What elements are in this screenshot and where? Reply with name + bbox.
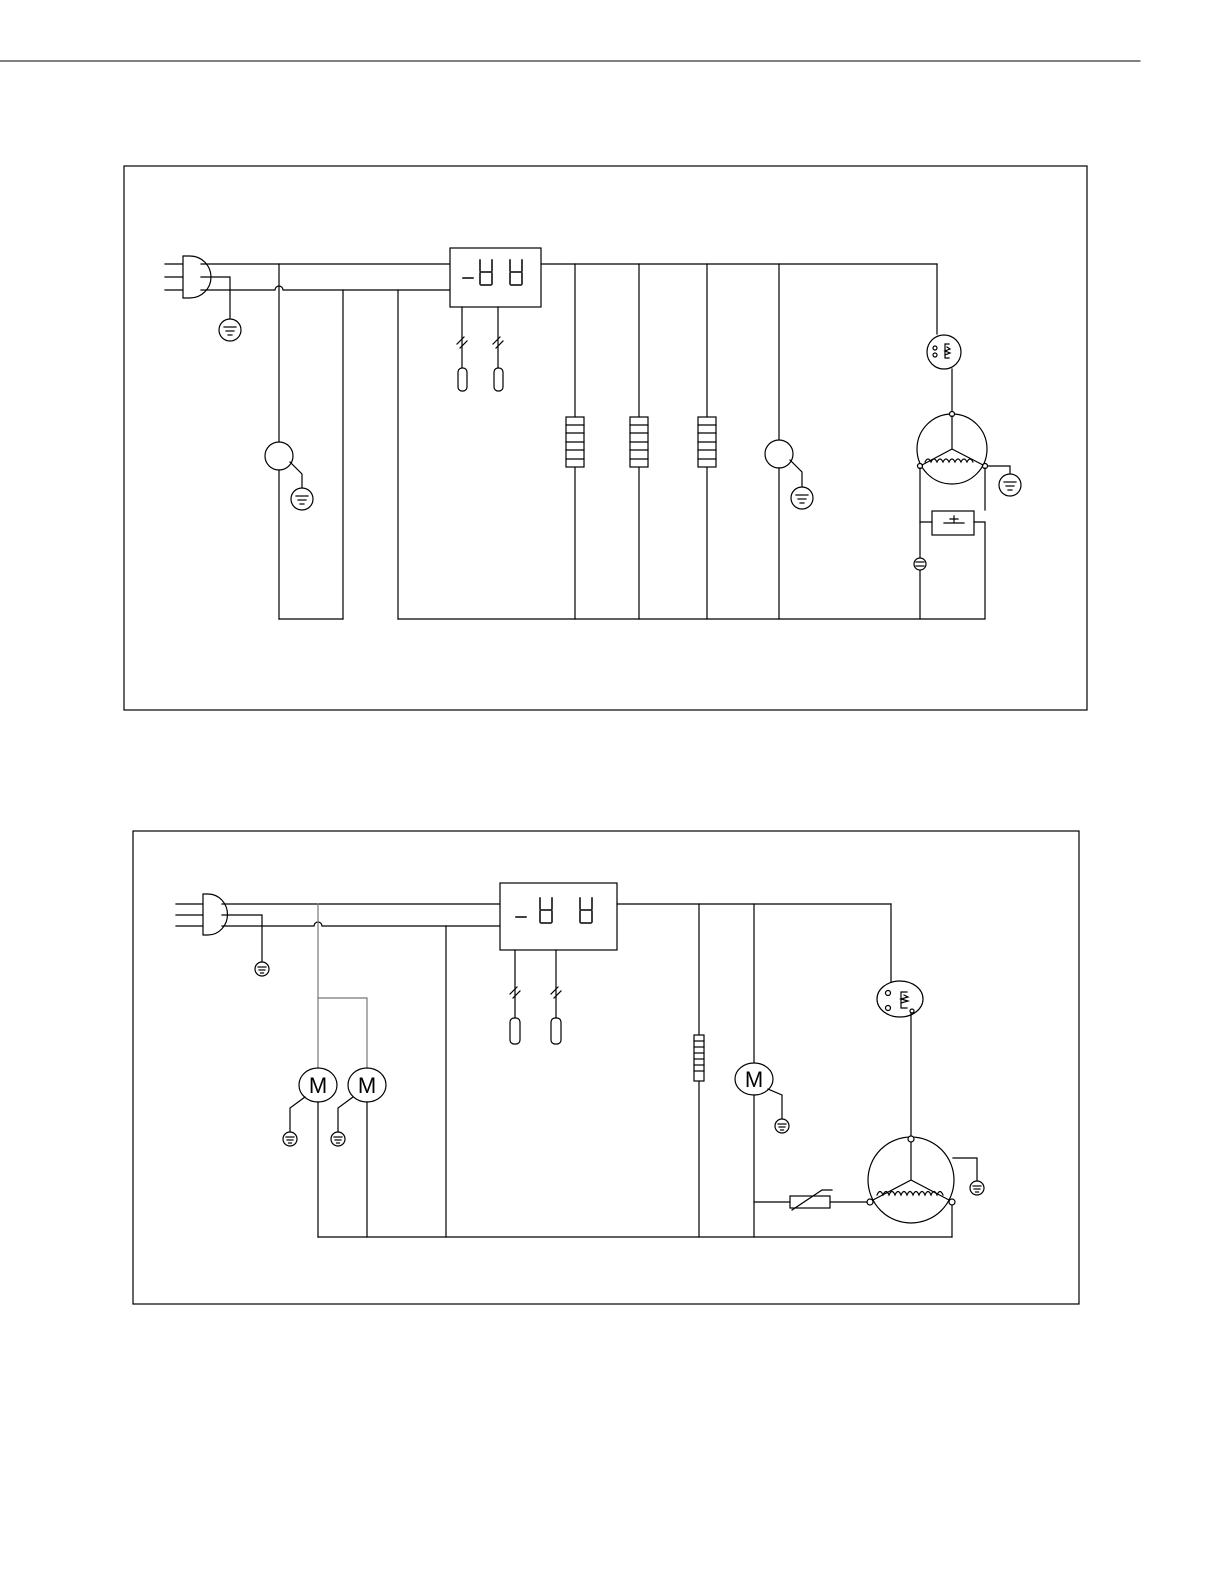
defrost-heater-1c: [698, 417, 716, 467]
plug-ground-symbol-1: [219, 319, 241, 341]
temperature-sensor-1b: [493, 307, 503, 391]
defrost-heater-2: [694, 1035, 704, 1081]
fan-ground-symbol-2a: [283, 1132, 297, 1146]
control-board-display-2: [500, 883, 617, 950]
neutral-conductor-2: [222, 922, 500, 926]
wiring-diagram-2: M M: [133, 831, 1079, 1304]
compressor-ground-symbol-1: [999, 474, 1021, 496]
fan-ground-symbol-1b: [791, 487, 813, 509]
overload-protector-1: [927, 335, 961, 369]
compressor-2: [867, 1136, 955, 1223]
capacitor-1: [914, 558, 926, 570]
defrost-heater-1b: [630, 417, 648, 467]
wiring-diagram-1: [124, 166, 1087, 710]
power-plug-2: [176, 894, 227, 935]
temperature-sensor-2b: [551, 950, 561, 1044]
compressor-1: [917, 412, 988, 485]
defrost-heater-1a: [566, 417, 584, 467]
fan-ground-symbol-2b: [331, 1132, 345, 1146]
fan-motor-2b: M: [348, 1068, 386, 1102]
neutral-conductor-1: [201, 286, 450, 290]
fan-motor-2c: M: [735, 1063, 773, 1095]
temperature-sensor-1a: [457, 307, 467, 391]
overload-protector-2: [877, 981, 923, 1017]
compressor-ground-symbol-2: [970, 1181, 984, 1195]
plug-ground-symbol-2: [255, 962, 269, 976]
fan-motor-2b-label: M: [358, 1073, 376, 1098]
fan-motor-1b: [765, 440, 793, 468]
fan-motor-2a-label: M: [309, 1073, 327, 1098]
control-board-display-1: [450, 248, 541, 307]
fan-motor-1: [265, 442, 293, 470]
fan-ground-symbol-1: [291, 488, 313, 510]
fan-motor-2c-label: M: [745, 1067, 763, 1092]
fan-ground-symbol-2c: [775, 1119, 789, 1133]
ptc-thermistor-2: [790, 1190, 832, 1210]
temperature-sensor-2a: [510, 950, 520, 1044]
